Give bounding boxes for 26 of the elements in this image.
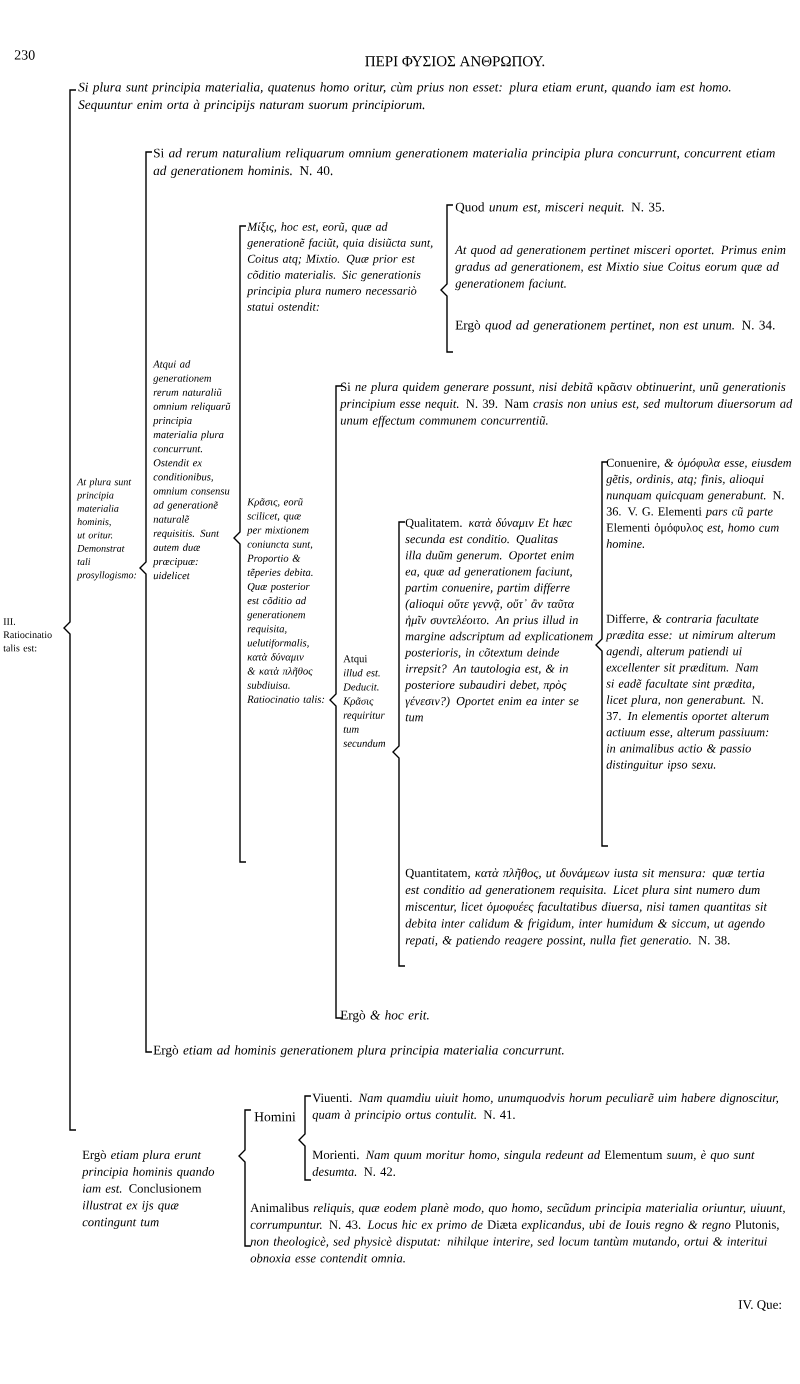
paragraph: Si ad rerum naturalium reliquarum omnium generationem materialia principia plura concurrunt, concurrent etiam ad generationem hominis. N. 40. (153, 148, 775, 178)
catchword: IV. Que: (738, 1300, 781, 1311)
paragraph: III. Ratiocinatio talis est: (3, 618, 52, 652)
paragraph: Ergò etiam plura erunt principia hominis quando iam est. Conclusionem illustrat ex ijs quæ contingunt tum (81, 1150, 215, 1229)
running-head: ΠΕΡΙ ΦΥΣΙΟΣ ΑΝΘΡΩΠΟΥ. (365, 56, 545, 67)
paragraph: Quod unum est, misceri nequit. N. 35. (455, 202, 665, 215)
paragraph: Atqui ad generationem rerum naturaliũ omnium reliquarũ principia materialia plura concurrunt. Ostendit ex conditionibus, omnium consensu ad generationẽ naturalẽ requisitis. Sunt autem duæ præcipuæ: uidelicet (152, 360, 231, 580)
paragraph: At plura sunt principia materialia hominis, ut oritur. Demonstrat tali prosyllogismo: (76, 478, 137, 581)
paragraph: Quantitatem, κατὰ πλῆθος, ut δυνάμεων iusta sit mensura: quæ tertia est conditio ad generationem requisita. Licet plura sint numero dum miscentur, licet ὁμοφυέες facultatibus diuersa, nisi tamen quantitas sit debita inter calidum & frigidum, inter humidum & siccum, ut agendo repati, & patiendo reagere possint, nulla fiet generatio. N. 38. (405, 868, 768, 947)
paragraph: Κρᾶσις, eorũ scilicet, quæ per mixtionem coniuncta sunt, Proportio & tẽperies debita. Quæ posterior est cõditio ad generationem requisita, uelutiformalis, κατὰ δύναμιν & κατὰ πλῆθος subdiuisa. Ratiocinatio talis: (246, 498, 325, 703)
paragraph: Μίξις, hoc est, eorũ, quæ ad generationẽ faciũt, quia disiũcta sunt, Coitus atq; Mixtio. Quæ prior est cõditio materialis. Sic generationis principia plura numero necessariò statui ostendit: (246, 222, 433, 311)
paragraph: Si ne plura quidem generare possunt, nisi debitã κρᾶσιν obtinuerint, unũ generationis principium esse nequit. N. 39. Nam crasis non unius est, sed multorum diuersorum ad unum effectum communem concurrentiũ. (339, 382, 793, 428)
paragraph: Ergò & hoc erit. (340, 1010, 429, 1023)
paragraph: Si plura sunt principia materialia, quatenus homo oritur, cùm prius non esset: plura etiam erunt, quando iam est homo. Sequuntur enim orta à principijs naturam suorum principiorum. (78, 82, 731, 112)
paragraph: Qualitatem. κατὰ δύναμιν Et hæc secunda est conditio. Qualitas illa duũm generum. Oportet enim ea, quæ ad generationem faciunt, partim conuenire, partim differre (alioqui οὔτε γεννᾷ, οὔτ᾽ ἂν ταῦτα ἡμῖν συντελέοιτο. An prius illud in margine adscriptum ad explicationem posterioris, in cõtextum deinde irrepsit? An tautologia est, & in posteriore subaudiri debet, πρὸς γένεσιν?) Oportet enim ea inter se tum (404, 518, 593, 722)
paragraph: At quod ad generationem pertinet misceri oportet. Primus enim gradus ad generationem, est Mixtio siue Coitus eorum quæ ad generationem faciunt. (454, 245, 786, 291)
paragraph: Ergò etiam ad hominis generationem plura principia materialia concurrunt. (153, 1045, 564, 1058)
paragraph: Morienti. Nam quum moritur homo, singula redeunt ad Elementum suum, è quo sunt desumta. N. 42. (312, 1150, 755, 1176)
paragraph: Homini (254, 1112, 296, 1122)
paragraph: Conuenire, & ὁμόφυλα esse, eiusdem gẽtis, ordinis, atq; finis, alioqui nunquam quicquam generabunt. N. 36. V. G. Elementi pars cũ parte Elementi ὁμόφυλος est, homo cum homine. (606, 458, 791, 548)
paragraph: Viuenti. Nam quamdiu uiuit homo, unumquodvis horum peculiarẽ uim habere dignoscitur, quam à principio ortus contulit. N. 41. (312, 1093, 779, 1122)
paragraph: Atqui illud est. Deducit. Κρᾶσις requiritur tum secundum (343, 655, 386, 747)
paragraph: Ergò quod ad generationem pertinet, non est unum. N. 34. (455, 320, 775, 333)
page-number: 230 (14, 50, 35, 60)
paragraph: Differre, & contraria facultate prædita esse: ut nimirum alterum agendi, alterum patiendi ui excellenter sit præditum. Nam si eadẽ facultate sint prædita, licet plura, non generabunt. N. 37. In elementis oportet alterum actiuum esse, alterum passiuum: in animalibus actio & passio distinguitur ipso sexu. (605, 614, 776, 772)
paragraph: Animalibus reliquis, quæ eodem planè modo, quo homo, secũdum principia materialia oriuntur, uiuunt, corrumpuntur. N. 43. Locus hic ex primo de Diæta explicandus, ubi de Iouis regno & regno Plutonis, non theologicè, sed physicè disputat: nihilque interire, sed locum tantùm mutando, ortui & interitui obnoxia esse contendit omnia. (250, 1203, 785, 1263)
